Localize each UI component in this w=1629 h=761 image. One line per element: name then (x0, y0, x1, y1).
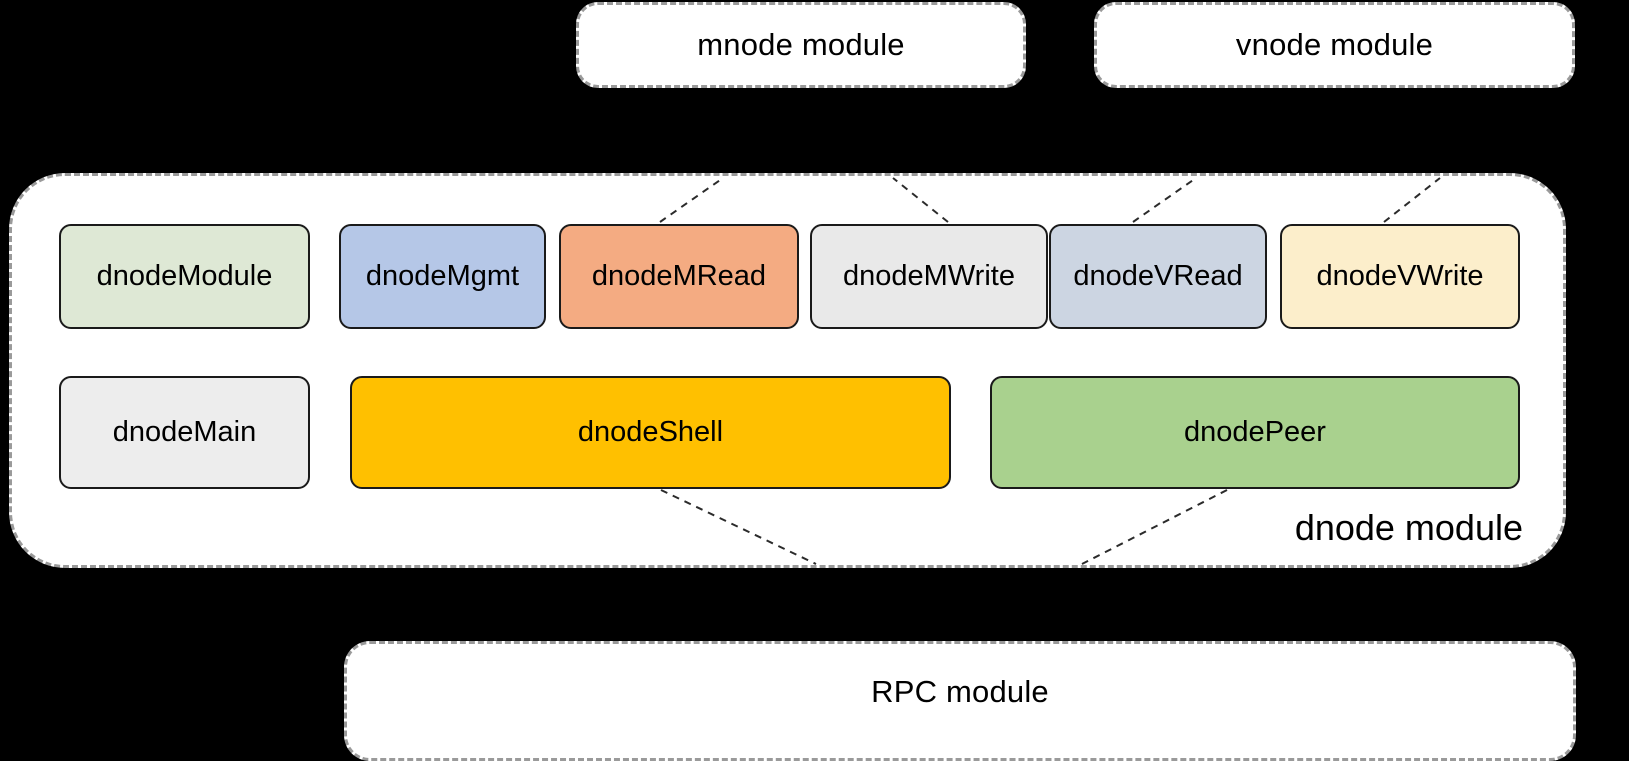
component-dnodemodule: dnodeModule (59, 224, 310, 329)
component-dnodevread: dnodeVRead (1049, 224, 1267, 329)
component-label: dnodeVWrite (1316, 260, 1484, 292)
vnode-module-box: vnode module (1094, 2, 1575, 88)
mnode-module-label: mnode module (697, 27, 905, 62)
dnode-module-label: dnode module (1294, 507, 1523, 548)
rpc-module-label: RPC module (871, 674, 1049, 709)
component-dnodeshell: dnodeShell (350, 376, 951, 489)
component-label: dnodeMWrite (843, 260, 1015, 292)
component-label: dnodeShell (577, 416, 724, 448)
component-dnodemwrite: dnodeMWrite (810, 224, 1048, 329)
rpc-module-box: RPC module (344, 641, 1576, 761)
component-label: dnodeMain (112, 416, 257, 448)
component-label: dnodeMgmt (365, 260, 520, 292)
vnode-module-label: vnode module (1235, 27, 1434, 62)
component-label: dnodeMRead (591, 260, 767, 292)
mnode-module-box: mnode module (576, 2, 1026, 88)
component-label: dnodeVRead (1073, 260, 1243, 292)
component-label: dnodeModule (96, 260, 273, 292)
component-dnodevwrite: dnodeVWrite (1280, 224, 1520, 329)
dnode-module-box: dnodeModule dnodeMgmt dnodeMRead dnodeMW… (9, 173, 1566, 568)
component-dnodemread: dnodeMRead (559, 224, 799, 329)
component-dnodemain: dnodeMain (59, 376, 310, 489)
component-dnodepeer: dnodePeer (990, 376, 1520, 489)
diagram-canvas: mnode module vnode module dnodeModule dn… (9, 2, 1576, 761)
component-label: dnodePeer (1184, 416, 1326, 448)
component-dnodemgmt: dnodeMgmt (339, 224, 546, 329)
